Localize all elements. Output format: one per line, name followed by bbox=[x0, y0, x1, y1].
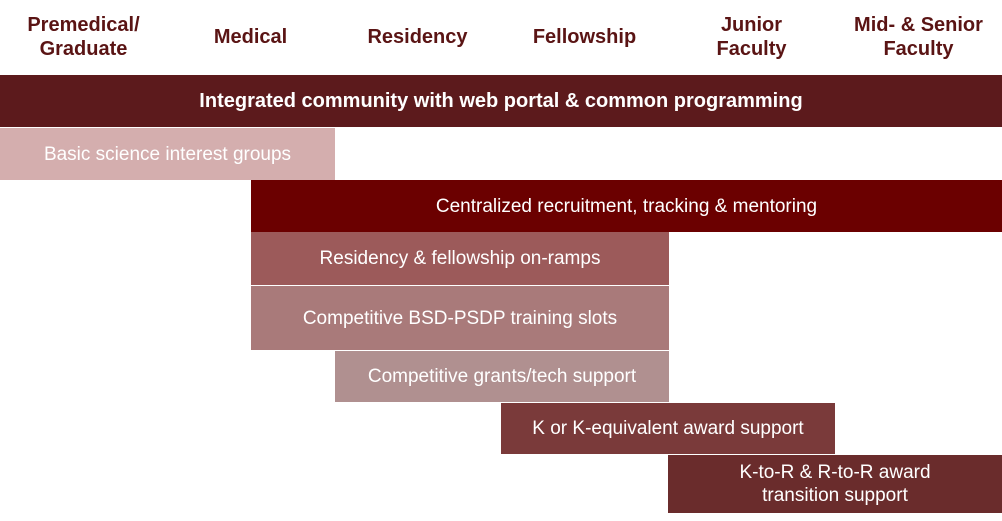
bar-bsd-psdp-slots: Competitive BSD-PSDP training slots bbox=[251, 286, 669, 350]
stage-junior-faculty: Junior Faculty bbox=[716, 14, 787, 60]
stage-residency: Residency bbox=[367, 26, 468, 48]
stage-premedical-graduate: Premedical/ Graduate bbox=[27, 14, 140, 60]
stage-mid-senior-faculty: Mid- & Senior Faculty bbox=[854, 14, 983, 60]
bar-divider bbox=[251, 285, 669, 286]
bar-grants-tech-support: Competitive grants/tech support bbox=[335, 351, 669, 402]
bar-k-award-support: K or K-equivalent award support bbox=[501, 403, 835, 454]
bar-integrated-community: Integrated community with web portal & c… bbox=[0, 75, 1002, 127]
stage-fellowship: Fellowship bbox=[532, 26, 637, 48]
stage-medical: Medical bbox=[213, 26, 288, 48]
bar-basic-science-groups: Basic science interest groups bbox=[0, 128, 335, 180]
bar-centralized-recruitment: Centralized recruitment, tracking & ment… bbox=[251, 180, 1002, 232]
bar-residency-on-ramps: Residency & fellowship on-ramps bbox=[251, 232, 669, 285]
bar-k-to-r-transition: K-to-R & R-to-R award transition support bbox=[668, 455, 1002, 513]
